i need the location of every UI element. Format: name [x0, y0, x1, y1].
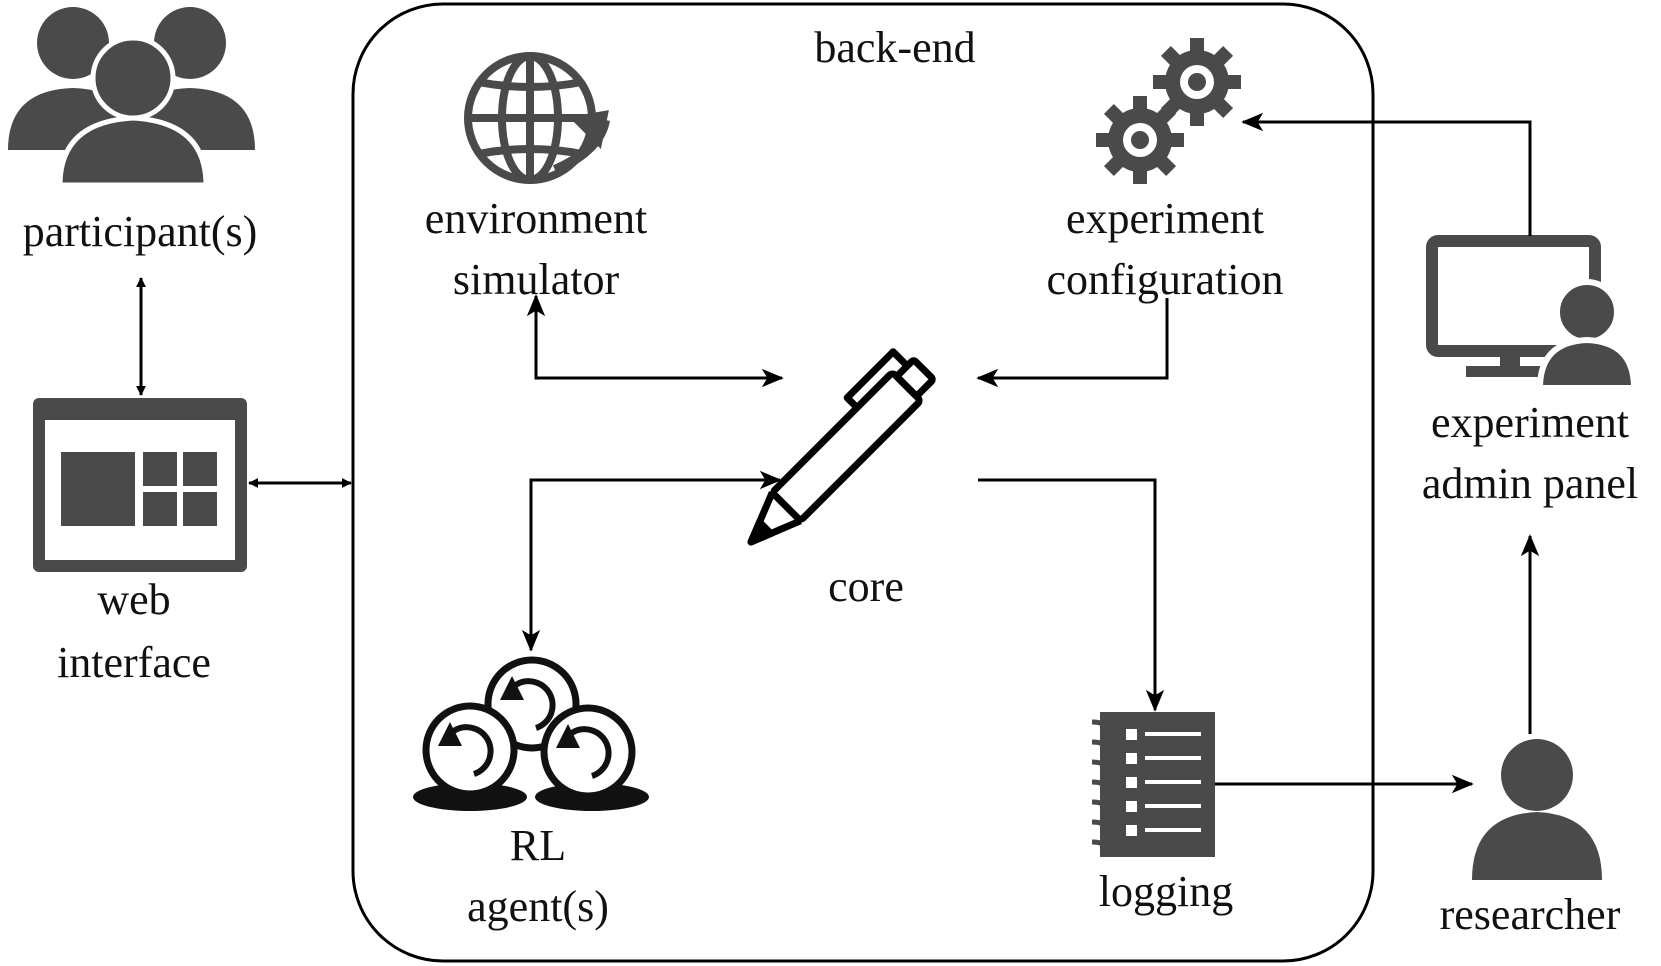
edge-config-core — [976, 298, 1169, 388]
edge-admin-config — [1241, 112, 1532, 236]
edge-core-logging — [978, 478, 1165, 712]
backend-label: back-end — [814, 23, 975, 72]
edge-env-core — [526, 294, 784, 388]
user-icon — [1472, 739, 1602, 880]
users-group-icon — [8, 7, 255, 188]
logging-label: logging — [1099, 867, 1233, 916]
rl-agents-label-1: RL — [510, 821, 566, 870]
browser-window-icon — [33, 398, 247, 572]
gears-icon — [1096, 38, 1241, 184]
rl-agents-label-2: agent(s) — [467, 882, 609, 931]
globe-arrow-icon — [464, 52, 610, 184]
experiment-configuration-label-1: experiment — [1066, 194, 1264, 243]
participants-label: participant(s) — [23, 207, 258, 256]
admin-panel-label-2: admin panel — [1422, 459, 1638, 508]
monitor-user-icon — [1426, 235, 1638, 391]
admin-panel-label-1: experiment — [1431, 398, 1629, 447]
web-interface-label-1: web — [97, 575, 170, 624]
notepad-log-icon — [1091, 712, 1215, 857]
backend-container — [351, 2, 1375, 963]
researcher-label: researcher — [1440, 890, 1621, 939]
recycle-agents-icon — [413, 656, 649, 811]
core-label: core — [828, 562, 904, 611]
experiment-configuration-label-2: configuration — [1046, 255, 1283, 304]
web-interface-label-2: interface — [57, 638, 211, 687]
edge-core-agents — [521, 470, 782, 652]
environment-simulator-label-1: environment — [425, 194, 647, 243]
